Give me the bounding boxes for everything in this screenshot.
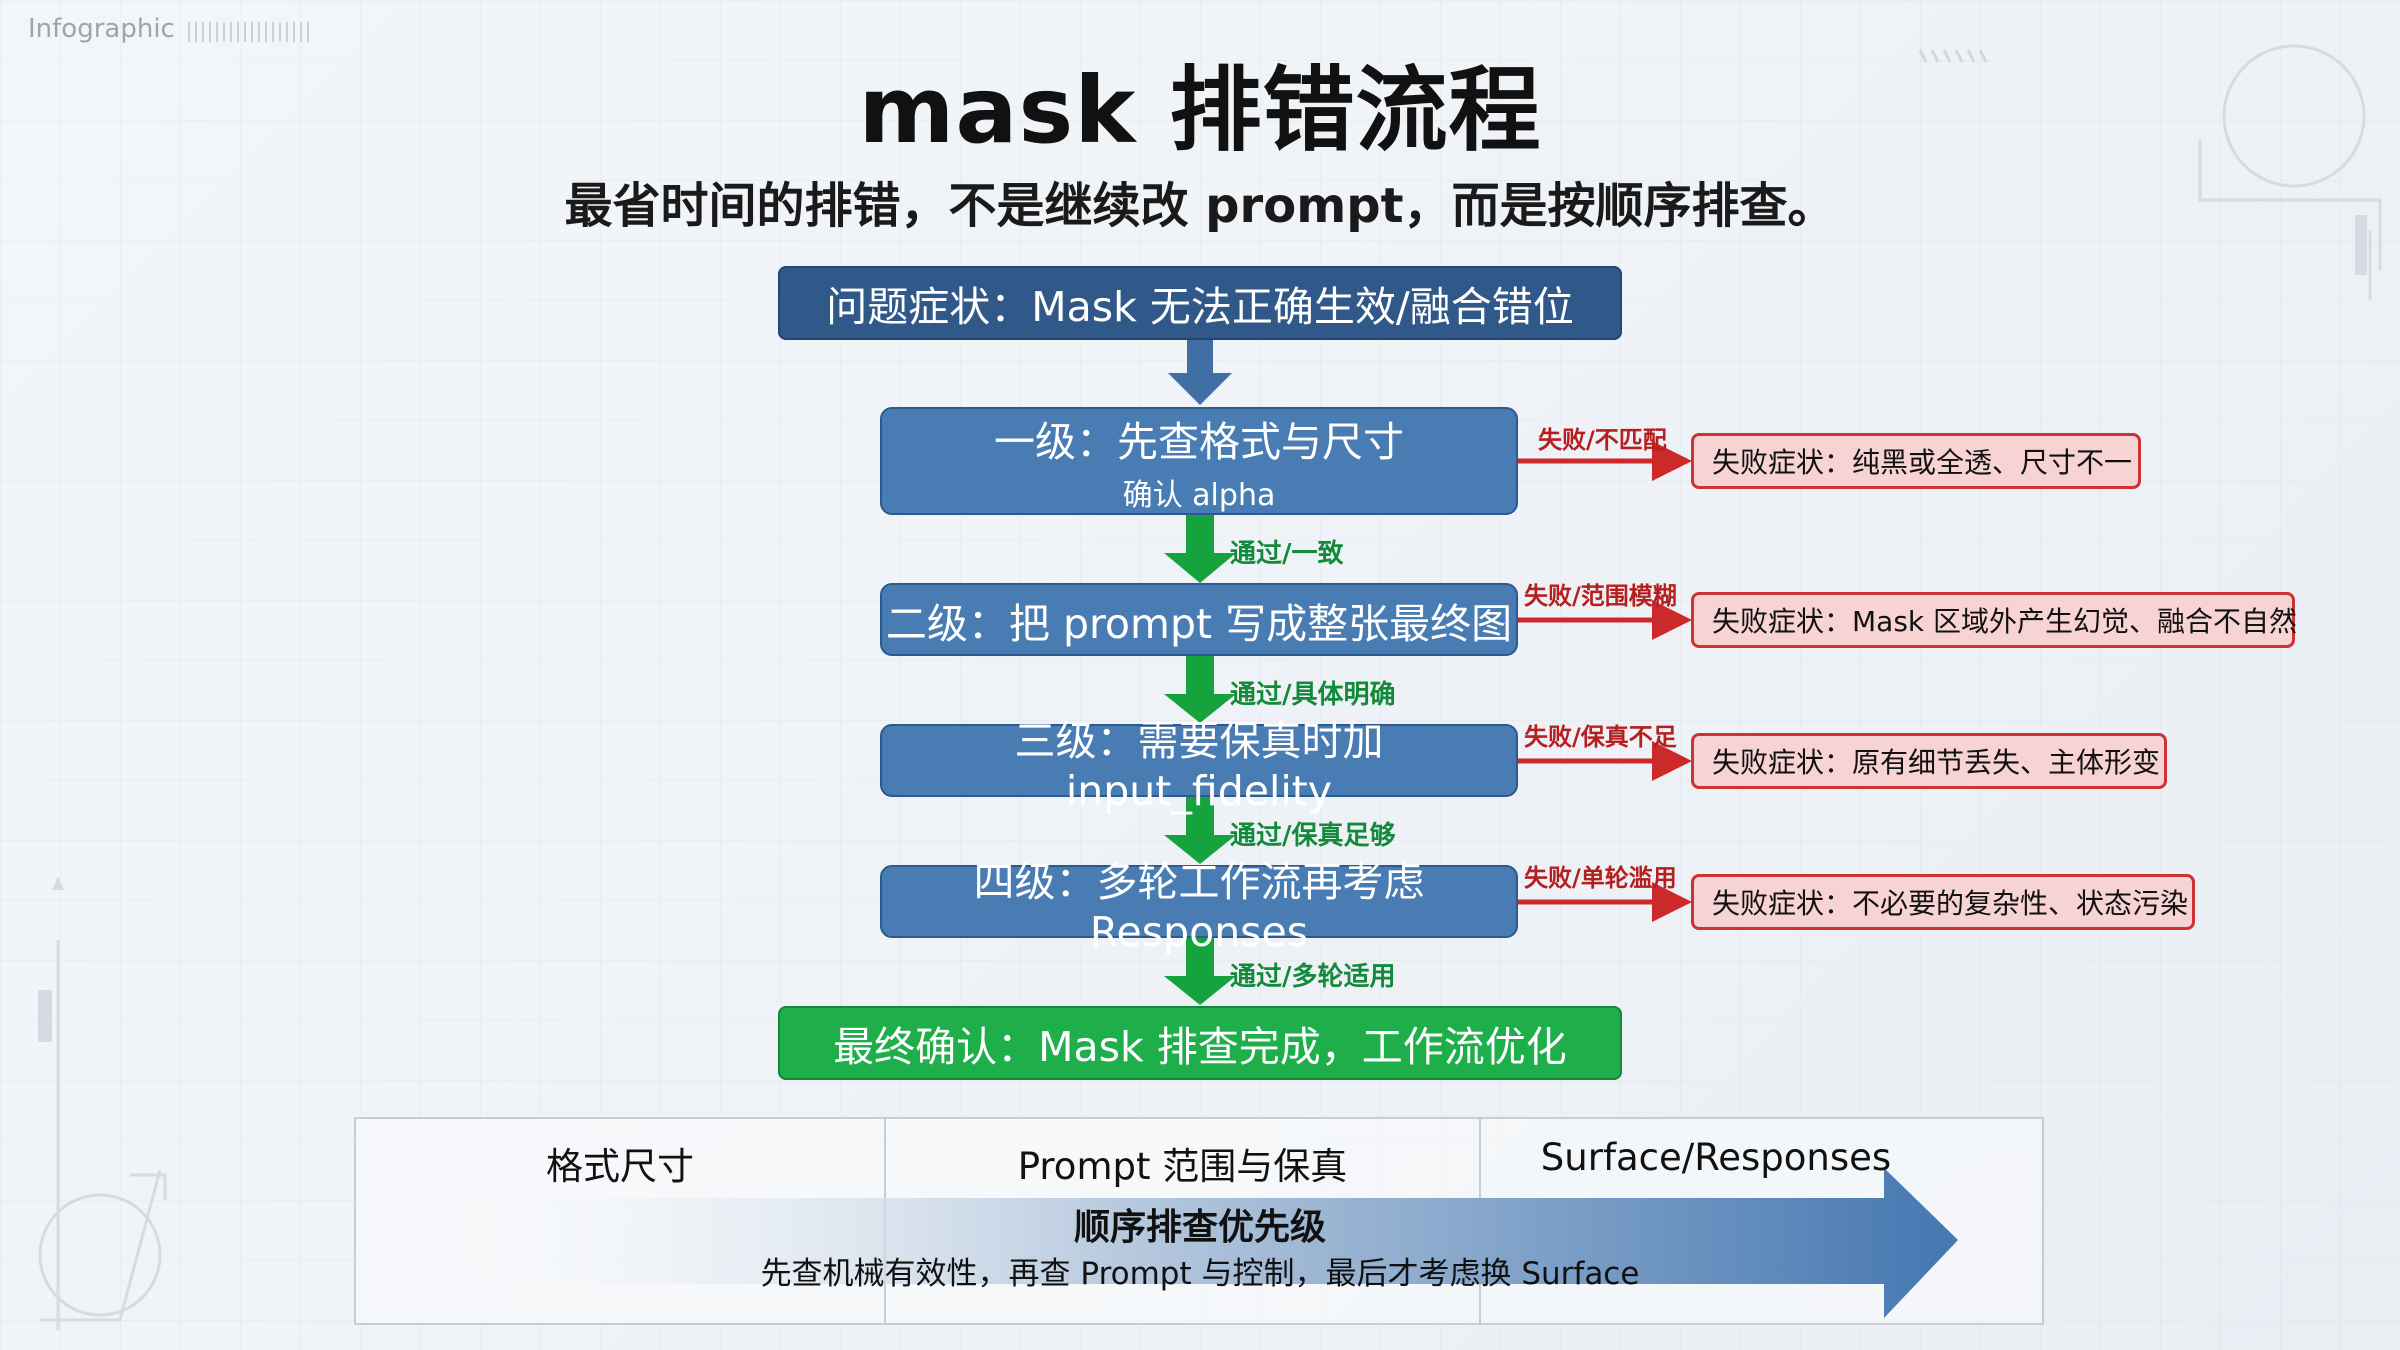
arrow-level4-to-final <box>1164 938 1236 1005</box>
level1-title: 一级：先查格式与尺寸 <box>994 418 1404 466</box>
fail-symptom-level3: 失败症状：原有细节丢失、主体形变 <box>1691 733 2167 789</box>
level4-title: 四级：多轮工作流再考虑 Responses <box>973 857 1425 956</box>
problem-text: 问题症状：Mask 无法正确生效/融合错位 <box>826 283 1574 331</box>
fail-symptom-level2: 失败症状：Mask 区域外产生幻觉、融合不自然 <box>1691 592 2297 648</box>
column-header-format: 格式尺寸 <box>546 1145 694 1188</box>
priority-title: 顺序排查优先级 <box>1073 1207 1326 1248</box>
column-header-surface: Surface/Responses <box>1540 1136 1892 1179</box>
pass-label-level3: 通过/保真足够 <box>1230 821 1396 851</box>
level3-title: 三级：需要保真时加 input_fidelity <box>1014 716 1384 815</box>
fail-label-level4: 失败/单轮滥用 <box>1524 864 1677 892</box>
pass-label-level2: 通过/具体明确 <box>1230 680 1396 710</box>
arrow-level3-to-level4 <box>1164 797 1236 864</box>
arrow-level1-to-level2 <box>1164 515 1236 583</box>
level3-box: 三级：需要保真时加 input_fidelity <box>880 717 1518 815</box>
column-header-prompt: Prompt 范围与保真 <box>1017 1145 1348 1188</box>
arrow-problem-to-level1 <box>1168 340 1232 405</box>
fail-label-level1: 失败/不匹配 <box>1538 426 1667 454</box>
problem-box: 问题症状：Mask 无法正确生效/融合错位 <box>778 266 1622 340</box>
fail-label-level2: 失败/范围模糊 <box>1524 582 1677 610</box>
infographic-label: Infographic <box>28 14 175 44</box>
level2-box: 二级：把 prompt 写成整张最终图 <box>880 583 1518 656</box>
final-box: 最终确认：Mask 排查完成，工作流优化 <box>778 1006 1622 1080</box>
level1-subtitle: 确认 alpha <box>1122 478 1276 513</box>
page-title: mask 排错流程 <box>858 57 1542 164</box>
level4-box: 四级：多轮工作流再考虑 Responses <box>880 858 1518 956</box>
fail-label-level3: 失败/保真不足 <box>1524 723 1677 751</box>
arrow-level2-to-level3 <box>1164 656 1236 723</box>
fail-symptom-level1: 失败症状：纯黑或全透、尺寸不一 <box>1691 433 2141 489</box>
fail-symptom-level4: 失败症状：不必要的复杂性、状态污染 <box>1691 874 2195 930</box>
pass-label-level1: 通过/一致 <box>1230 539 1344 569</box>
decorative-tick-marks <box>188 22 312 42</box>
level2-title: 二级：把 prompt 写成整张最终图 <box>885 599 1513 648</box>
final-text: 最终确认：Mask 排查完成，工作流优化 <box>833 1023 1567 1071</box>
level1-box: 一级：先查格式与尺寸 确认 alpha <box>880 407 1518 515</box>
priority-description: 先查机械有效性，再查 Prompt 与控制，最后才考虑换 Surface <box>760 1256 1640 1292</box>
page-subtitle: 最省时间的排错，不是继续改 prompt，而是按顺序排查。 <box>564 178 1836 234</box>
pass-label-level4: 通过/多轮适用 <box>1230 962 1396 992</box>
